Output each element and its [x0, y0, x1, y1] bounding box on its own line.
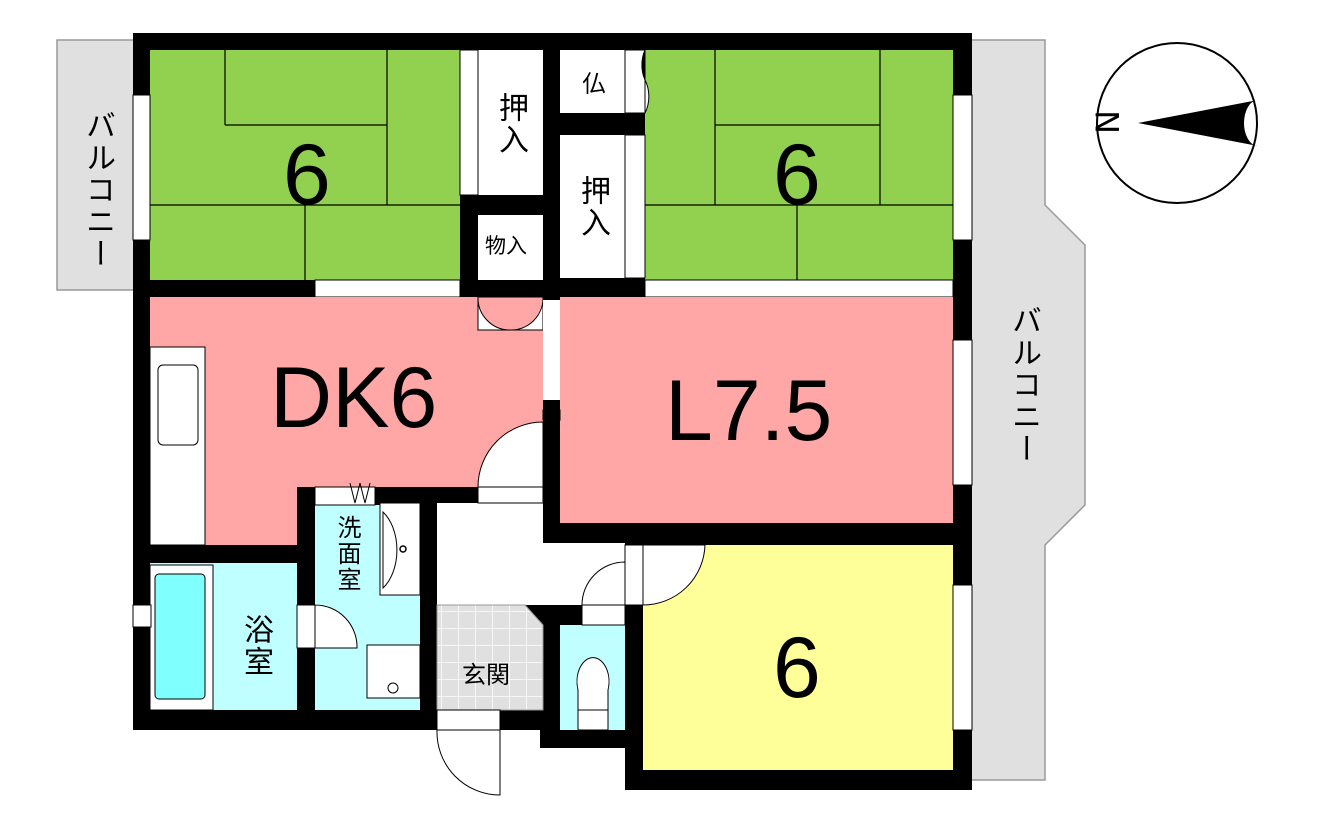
bathroom-label: 浴室	[238, 614, 273, 678]
washitsu-right	[645, 50, 953, 280]
bathtub-water	[154, 573, 206, 700]
storage-label: 物入	[485, 234, 527, 258]
washroom-folding-door[interactable]	[314, 486, 376, 506]
balcony-right	[969, 39, 1086, 781]
compass-north-label: N	[1088, 110, 1127, 134]
dk-l-opening	[543, 300, 560, 400]
storage	[478, 215, 543, 280]
closet-left-label: 押入	[493, 92, 528, 156]
entrance-label: 玄関	[462, 661, 510, 689]
western-room	[643, 545, 953, 770]
closet-left	[478, 50, 543, 195]
western-room-label: 6	[773, 620, 821, 716]
compass-needle-icon	[1138, 100, 1258, 146]
windows	[132, 94, 973, 731]
balcony-right-label: バルコニー	[1006, 305, 1041, 465]
washitsu-left	[150, 50, 460, 280]
front-door[interactable]	[436, 709, 501, 796]
living-room	[560, 297, 953, 523]
compass	[1096, 42, 1258, 204]
sliding-door-left[interactable]	[314, 279, 461, 298]
dk-label: DK6	[270, 350, 438, 446]
closet-left-door	[459, 49, 479, 196]
altar-door	[624, 49, 650, 114]
balcony-left-label: バルコニー	[80, 110, 115, 270]
bath-vent	[132, 604, 152, 628]
altar	[560, 50, 625, 113]
entrance	[436, 604, 544, 711]
washroom-label: 洗面室	[333, 515, 361, 593]
closet-right-door	[624, 134, 646, 279]
bath-door[interactable]	[296, 604, 358, 649]
balcony-left	[56, 39, 136, 291]
toilet-icon	[576, 657, 610, 731]
sliding-door-right[interactable]	[644, 279, 954, 298]
closet-right-label: 押入	[575, 175, 610, 239]
washitsu-left-label: 6	[283, 127, 331, 223]
closet-right	[560, 135, 625, 278]
western-room-door[interactable]	[624, 544, 706, 606]
altar-label: 仏	[582, 70, 606, 98]
toilet-door[interactable]	[581, 561, 626, 626]
washitsu-right-label: 6	[773, 127, 821, 223]
living-label: L7.5	[665, 363, 833, 459]
kitchen-sink	[157, 364, 199, 446]
